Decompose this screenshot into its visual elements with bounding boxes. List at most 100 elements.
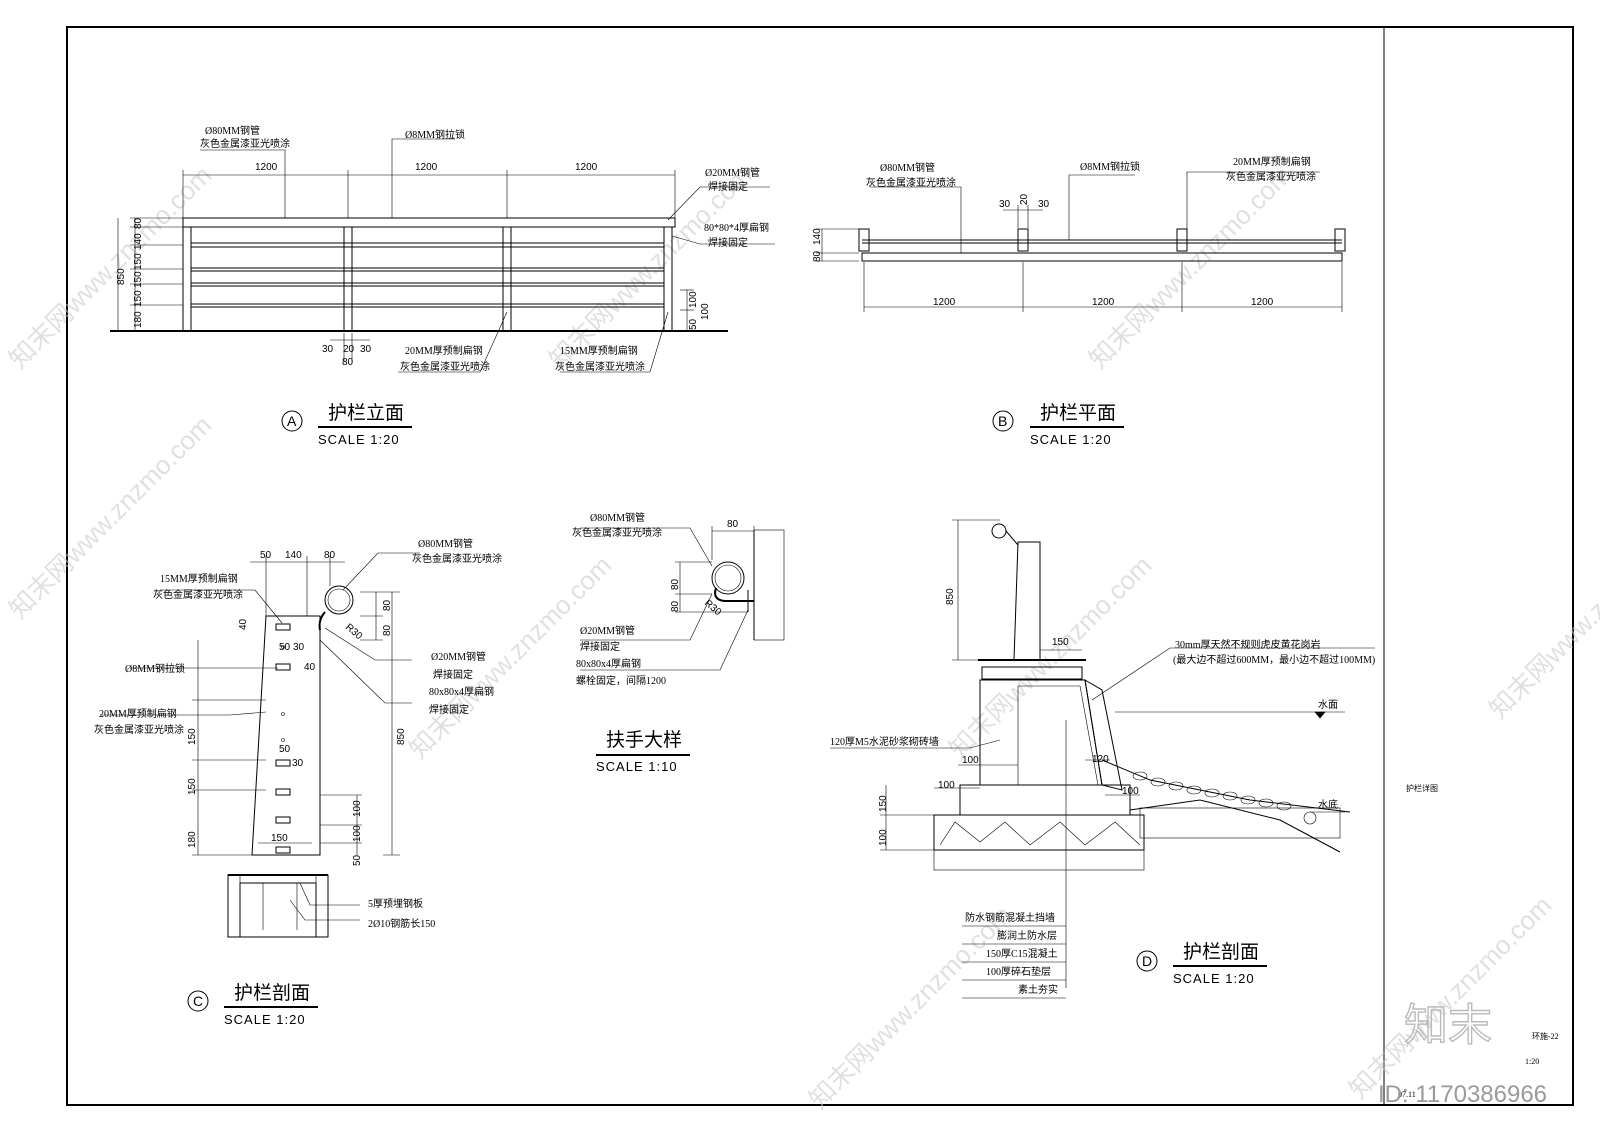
dim-label: 150	[878, 795, 889, 812]
dim-label: 1200	[415, 162, 438, 173]
dim-label: 100	[700, 303, 711, 320]
dim-label: 140	[285, 550, 302, 561]
view-marker	[281, 410, 303, 432]
dim-label: 80	[382, 624, 393, 636]
callout-text: 焊接固定	[708, 180, 748, 193]
dim-label: 150	[133, 253, 144, 270]
callout-text: 15MM厚预制扁钢	[560, 344, 638, 357]
callout-text: 灰色金属漆亚光喷涂	[572, 526, 662, 539]
view-marker-letter: C	[193, 993, 203, 1009]
dim-label: 180	[187, 831, 198, 848]
callout-text: 80*80*4厚扁钢	[704, 221, 769, 234]
dim-label: 850	[396, 728, 407, 745]
callout-text: 80x80x4厚扁钢	[576, 657, 641, 670]
view-title: 护栏剖面	[1183, 941, 1259, 963]
dim-label: 40	[304, 662, 316, 673]
callout-text: 焊接固定	[429, 703, 469, 716]
view-c-section: 50 140 80 80 80 850 40 50 30 40 150 150 …	[94, 537, 502, 1027]
dim-label: 80	[382, 599, 393, 611]
watermark: 知末网www.znzmo.com	[943, 550, 1157, 764]
dim-label: 1200	[255, 162, 278, 173]
dim-label: 120	[1092, 754, 1109, 765]
layer-item: 100厚碎石垫层	[986, 965, 1051, 978]
drawing-number: 环施-22	[1532, 1031, 1559, 1041]
handrail-detail: 80 80 80 R30 Ø80MM钢管 灰色金属漆亚光喷涂 Ø20MM钢管 焊…	[572, 511, 785, 774]
callout-text: 灰色金属漆亚光喷涂	[400, 360, 490, 373]
dim-label: 20	[343, 344, 355, 355]
view-title: 护栏平面	[1040, 402, 1116, 424]
dim-label: 100	[878, 829, 889, 846]
dim-label: 100	[1122, 786, 1139, 797]
watermark: 知末网www.znzmo.com	[1483, 510, 1600, 724]
callout-text: Ø8MM钢拉锁	[125, 662, 185, 675]
view-marker	[992, 410, 1014, 432]
view-marker	[187, 990, 209, 1012]
dim-label: 180	[133, 311, 144, 328]
drawing-name: 护栏详图	[1406, 783, 1438, 793]
dim-label: 80	[342, 357, 354, 368]
view-scale: SCALE 1:20	[224, 1012, 306, 1027]
dim-label: 100	[352, 825, 363, 842]
view-marker-letter: A	[287, 413, 297, 429]
view-scale: SCALE 1:20	[1173, 971, 1255, 986]
callout-text: 灰色金属漆亚光喷涂	[153, 588, 243, 601]
dim-label: 20	[1019, 193, 1030, 205]
dim-label: 30	[360, 344, 372, 355]
dim-label: R30	[343, 622, 364, 643]
dim-label: 50	[260, 550, 272, 561]
dim-label: 850	[945, 588, 956, 605]
dim-label: 50	[352, 854, 363, 866]
callout-text: 20MM厚预制扁钢	[1233, 155, 1311, 168]
callout-text: 焊接固定	[580, 640, 620, 653]
dim-label: 80	[670, 600, 681, 612]
callout-text: 水底	[1318, 798, 1338, 811]
callout-text: 螺栓固定，间隔1200	[576, 674, 666, 687]
callout-text: 焊接固定	[708, 236, 748, 249]
dim-label: 150	[271, 833, 288, 844]
dim-label: 40	[238, 618, 249, 630]
callout-text: 20MM厚预制扁钢	[405, 344, 483, 357]
callout-text: 120厚M5水泥砂浆砌砖墙	[830, 735, 939, 748]
dim-label: 30	[292, 758, 304, 769]
dim-label: 150	[1052, 637, 1069, 648]
callout-text: Ø20MM钢管	[431, 650, 486, 663]
layer-item: 膨润土防水层	[997, 929, 1057, 942]
view-title: 扶手大样	[606, 729, 682, 751]
view-scale: SCALE 1:20	[1030, 432, 1112, 447]
dim-label: 100	[688, 291, 699, 308]
view-a-elevation: 1200 1200 1200 80 140 150 150 150 180 85…	[110, 124, 775, 447]
callout-text: 灰色金属漆亚光喷涂	[94, 723, 184, 736]
callout-text: Ø80MM钢管	[880, 161, 935, 174]
callout-text: 焊接固定	[433, 668, 473, 681]
dim-label: 1200	[1092, 297, 1115, 308]
callout-text: 水面	[1318, 699, 1338, 711]
dim-label: 1200	[575, 162, 598, 173]
callout-text: 80x80x4厚扁钢	[429, 685, 494, 698]
dim-label: 50	[279, 744, 291, 755]
callout-text: 灰色金属漆亚光喷涂	[555, 360, 645, 373]
callout-text: (最大边不超过600MM，最小边不超过100MM)	[1173, 653, 1375, 666]
view-title: 护栏剖面	[234, 982, 310, 1004]
dim-label: 50	[279, 642, 291, 653]
view-b-plan: 1200 1200 1200 30 20 30 80 140 Ø80MM钢管 灰…	[812, 155, 1346, 447]
callout-text: Ø80MM钢管	[590, 511, 645, 524]
dim-label: 80	[324, 550, 336, 561]
callout-text: 5厚预埋钢板	[368, 897, 423, 910]
callout-text: 30mm厚天然不规则虎皮黄花岗岩	[1175, 638, 1321, 651]
title-block: 护栏详图 环施-22 1:20 07.11	[1398, 783, 1559, 1099]
watermark: 知末网www.znzmo.com	[1083, 160, 1297, 374]
callout-text: 灰色金属漆亚光喷涂	[1226, 170, 1316, 183]
callout-text: Ø8MM钢拉锁	[405, 128, 465, 141]
dim-label: 80	[670, 578, 681, 590]
view-scale: SCALE 1:20	[318, 432, 400, 447]
callout-text: Ø80MM钢管	[205, 124, 260, 137]
dim-label: 850	[116, 268, 127, 285]
callout-text: 20MM厚预制扁钢	[99, 707, 177, 720]
dim-label: 80	[812, 250, 823, 262]
dim-label: 150	[187, 728, 198, 745]
callout-text: 2Ø10钢筋长150	[368, 917, 435, 930]
callout-text: Ø80MM钢管	[418, 537, 473, 550]
dim-label: 150	[133, 271, 144, 288]
dim-label: 140	[812, 228, 823, 245]
